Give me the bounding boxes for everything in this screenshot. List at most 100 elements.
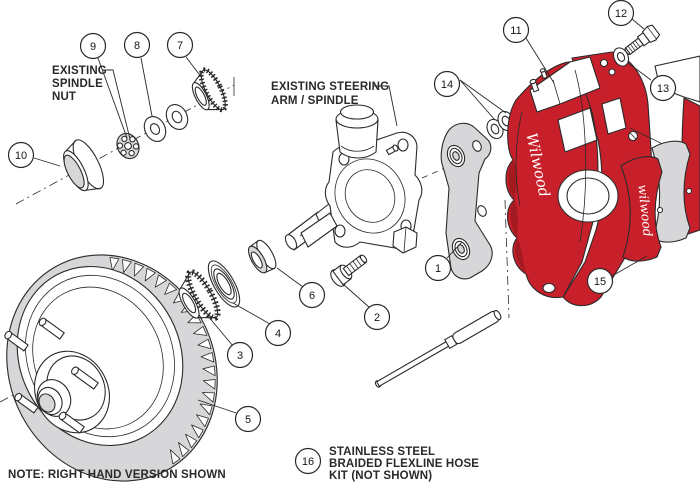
callout-7-number: 7 (177, 40, 183, 52)
callout-4-number: 4 (275, 328, 281, 340)
rotor-vane-notch (177, 442, 190, 458)
rotor-vane-notch (202, 379, 216, 390)
callout-9-number: 9 (90, 41, 96, 53)
callout-6-number: 6 (309, 290, 315, 302)
pad-wilwood-script: wilwood (635, 184, 655, 238)
callout-6-circle (298, 281, 326, 309)
rotor-vane-notch (122, 259, 132, 274)
rotor-vane-notch (134, 262, 145, 277)
caliper-scallop-shade (508, 160, 526, 274)
callout-1-circle (424, 254, 452, 282)
callout-16-number: 16 (302, 456, 314, 468)
steering-arm-label-line-1: EXISTING STEERING (271, 81, 389, 93)
rotor-vane-notch (197, 338, 212, 350)
spindle-boss-dome (339, 104, 375, 120)
bleed-screw (529, 78, 540, 93)
bleed-screw (539, 68, 548, 80)
callout-10-leader (33, 157, 61, 167)
callout-5-leader (197, 399, 237, 414)
caliper-mounting-pin (374, 309, 502, 388)
hose-kit-label-line-2: BRAIDED FLEXLINE HOSE (329, 458, 479, 470)
bracket-bolt (330, 254, 368, 287)
callout-14-leader (459, 79, 496, 121)
callout-1-number: 1 (435, 263, 441, 275)
wheel-stud (71, 366, 99, 390)
rotor-vane-notch (154, 274, 167, 288)
callout-1-leader (446, 241, 463, 259)
caliper-lug (542, 282, 556, 294)
rotor-vane-notch (144, 267, 156, 282)
callout-14-leader (459, 79, 507, 114)
rotor-vane-notch (109, 257, 120, 272)
spindle-washer (165, 104, 189, 130)
steering-spindle (284, 104, 423, 254)
label-steering-arm: EXISTING STEERING ARM / SPINDLE (271, 81, 398, 127)
callout-7-leader (185, 56, 203, 79)
callout-12-circle (607, 0, 635, 27)
svg-text:EXISTING SPINDLE N: EXISTING SPINDLE NUT (52, 65, 110, 103)
rotor-vane-notch (164, 282, 178, 295)
bracket-hole (472, 140, 482, 152)
outer-wheel-bearing (191, 67, 228, 113)
callout-3-leader (207, 315, 234, 347)
caliper-bracket (440, 122, 493, 280)
callout-4-circle (264, 319, 292, 347)
flange-hole (397, 138, 409, 152)
spindle-nut-leader (104, 69, 131, 140)
axis-line-bracket (421, 167, 446, 179)
pad-tab (685, 187, 693, 195)
callout-14-number: 14 (441, 79, 453, 91)
axis-line-caliper (504, 199, 510, 319)
svg-text:STAINLESS STEEL BRAIDED: STAINLESS STEEL BRAIDED FLEXLINE HOSE KI… (329, 446, 482, 482)
callout-2-number: 2 (374, 312, 380, 324)
callout-13-number: 13 (657, 83, 669, 95)
wheel-stud (58, 411, 85, 434)
rotor-vane-notch (202, 365, 216, 377)
callout-8-leader (140, 57, 153, 117)
inboard-pad-backing (620, 156, 663, 262)
spindle-washer (143, 116, 167, 142)
bracket-bushing (451, 237, 471, 261)
callout-14-circle (433, 70, 461, 98)
svg-text:EXISTING STEERING ARM /: EXISTING STEERING ARM / SPINDLE (271, 81, 393, 107)
wheel-stud (14, 392, 39, 414)
callout-10-circle (7, 141, 35, 169)
caliper-bolt-washer (612, 47, 630, 67)
rotor-vane-notch (200, 352, 215, 363)
hub-bore-deep (38, 393, 56, 413)
callout-5-number: 5 (245, 414, 251, 426)
callout-13-leader (627, 62, 652, 81)
spindle-top-boss (335, 119, 379, 159)
bridge-bolt (599, 58, 609, 68)
callout-12-number: 12 (615, 8, 627, 20)
spindle-castle-nut (116, 132, 140, 160)
callout-9-leader (97, 57, 128, 139)
pad-tab (656, 206, 664, 214)
bracket-hole (477, 205, 487, 217)
inner-wheel-bearing (178, 269, 221, 321)
caliper-bolt (624, 24, 661, 55)
caliper-bridge-window (557, 107, 598, 153)
note-label: NOTE: RIGHT HAND VERSION SHOWN (8, 469, 226, 481)
rotor-vane-notch (199, 403, 213, 416)
bridge-bolt (608, 68, 616, 76)
axis-line-upper (15, 84, 235, 205)
pad-friction-material (651, 140, 691, 243)
steering-arm-stub (300, 212, 338, 248)
caliper-piston (566, 177, 610, 215)
callout-3-circle (226, 341, 254, 369)
steering-arm-label-line-2: ARM / SPINDLE (271, 95, 359, 107)
callout-9-circle (79, 32, 107, 60)
grease-seal (207, 260, 241, 308)
callout-15-number: 15 (594, 276, 606, 288)
callout-11-circle (502, 16, 530, 44)
rotor-vane-notch (201, 392, 215, 403)
callout-12-leader (631, 18, 645, 30)
rotor-vane-notch (187, 313, 202, 324)
steering-arm-leader (374, 85, 398, 127)
callout-2-leader (342, 283, 371, 309)
rotor-vane-notch (185, 433, 198, 449)
bracket-bushing (446, 144, 466, 168)
